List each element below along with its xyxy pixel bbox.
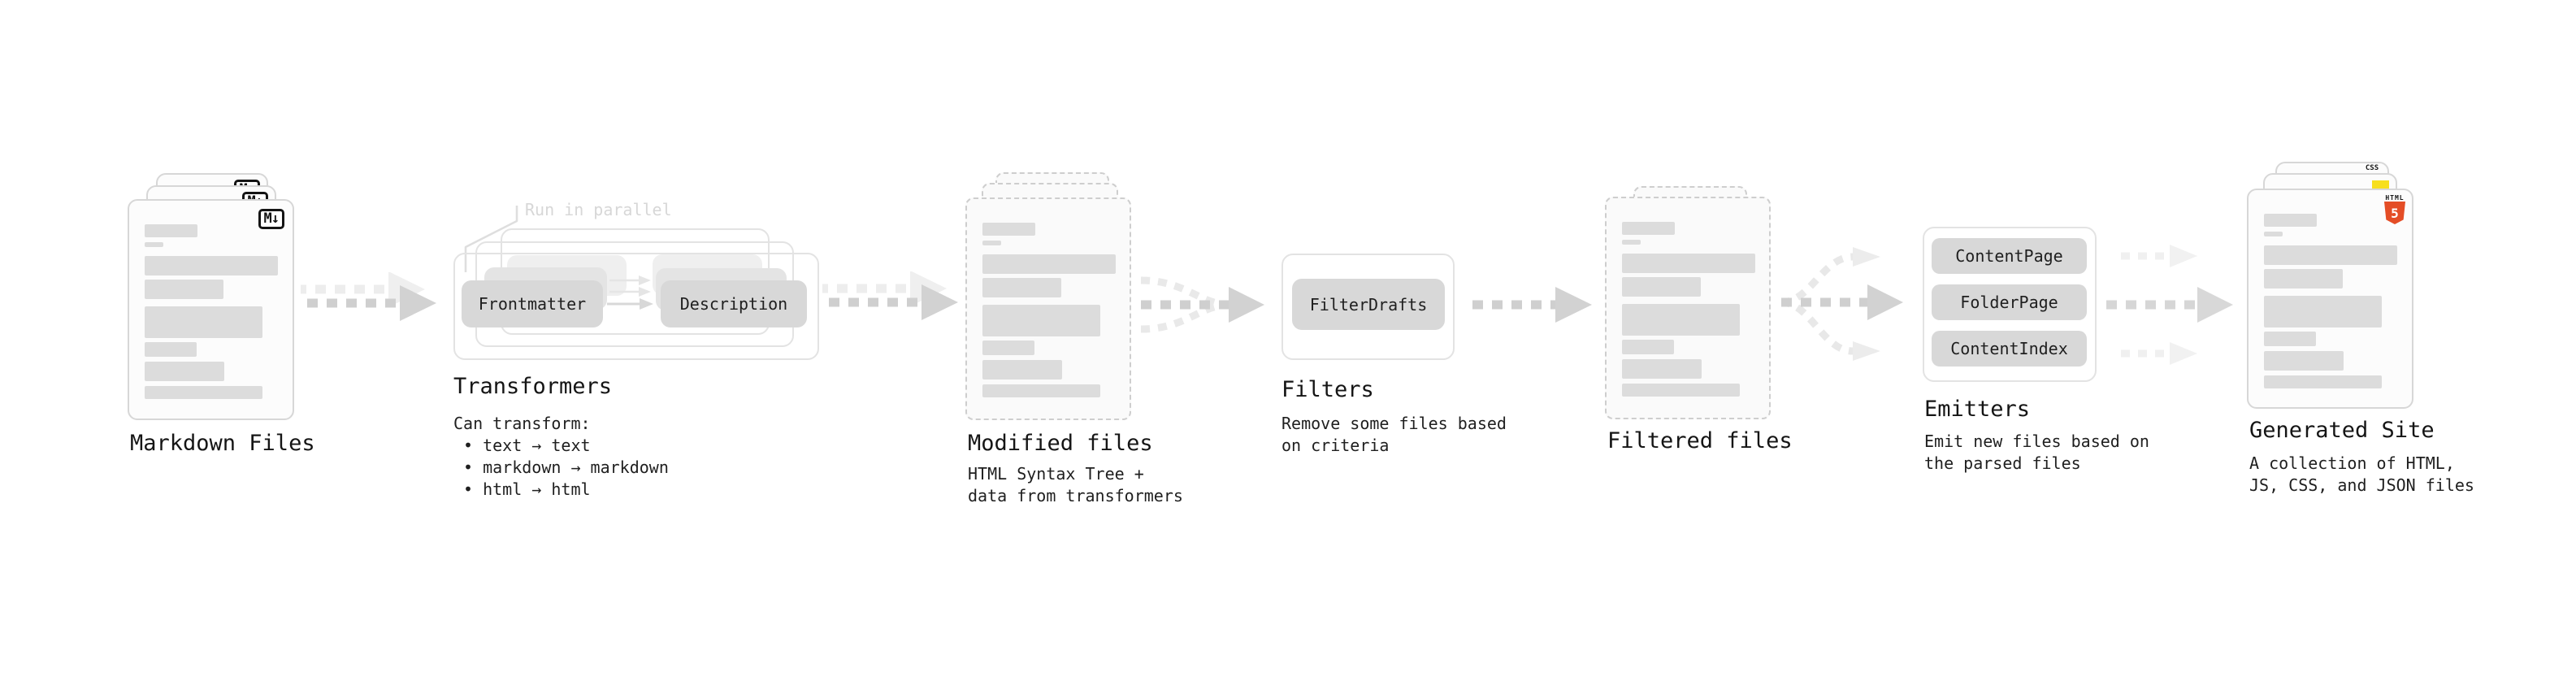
text-placeholder-bar [2264, 269, 2343, 288]
text-placeholder-bar [145, 242, 163, 247]
javascript-icon [2372, 180, 2389, 189]
stage-label-markdown-files: Markdown Files [130, 431, 315, 456]
caption-line: data from transformers [968, 486, 1183, 505]
caption-line: Emit new files based on [1924, 432, 2149, 451]
text-placeholder-bar [145, 342, 197, 357]
frontmatter-pill: Frontmatter [462, 280, 603, 327]
stage-label-filters: Filters [1281, 377, 1374, 402]
text-placeholder-bar [145, 280, 223, 299]
text-placeholder-bar [982, 384, 1100, 397]
text-placeholder-bar [1622, 222, 1675, 235]
text-placeholder-bar [1622, 384, 1740, 397]
folder-page-pill: FolderPage [1932, 284, 2087, 320]
modified-files-caption: HTML Syntax Tree + data from transformer… [968, 463, 1183, 507]
modified-file-card-front [965, 197, 1131, 420]
caption-line: Can transform: [453, 414, 591, 433]
text-placeholder-bar [2264, 375, 2382, 388]
text-placeholder-bar [2264, 351, 2344, 371]
text-placeholder-bar [2264, 232, 2283, 236]
stage-label-emitters: Emitters [1924, 397, 2031, 422]
markdown-icon: M↓ [258, 209, 284, 229]
stage-label-generated-site: Generated Site [2249, 418, 2435, 443]
caption-bullet: • markdown → markdown [463, 458, 669, 477]
text-placeholder-bar [982, 223, 1035, 236]
transformer-box-front [453, 253, 819, 360]
text-placeholder-bar [1622, 277, 1701, 297]
text-placeholder-bar [1622, 254, 1755, 273]
text-placeholder-bar [1622, 359, 1702, 379]
caption-bullet: • html → html [463, 479, 591, 499]
document-text-bars [2249, 190, 2412, 407]
text-placeholder-bar [2264, 296, 2382, 327]
parallel-run-arrow-icon [607, 298, 653, 310]
flow-arrow-transformers-to-modified-icon [822, 271, 958, 320]
caption-line: A collection of HTML, [2249, 453, 2455, 473]
content-index-pill: ContentIndex [1932, 331, 2087, 367]
text-placeholder-bar [1622, 340, 1674, 354]
text-placeholder-bar [145, 362, 224, 381]
emitters-box [1923, 227, 2097, 382]
text-placeholder-bar [982, 278, 1061, 297]
flow-arrow-emitters-top-icon [2121, 245, 2197, 267]
flow-arrow-emitters-bottom-icon [2121, 342, 2197, 365]
text-placeholder-bar [982, 360, 1062, 380]
text-placeholder-bar [982, 305, 1100, 336]
document-text-bars [129, 201, 293, 419]
text-placeholder-bar [145, 224, 197, 237]
emitters-caption: Emit new files based on the parsed files [1924, 431, 2149, 475]
document-text-bars [967, 199, 1130, 419]
caption-bullet: • text → text [463, 436, 591, 455]
description-pill: Description [661, 280, 807, 327]
text-placeholder-bar [2264, 214, 2317, 227]
caption-line: Remove some files based [1281, 414, 1507, 433]
flow-arrow-modified-to-filters-icon [1140, 276, 1264, 333]
filters-caption: Remove some files based on criteria [1281, 413, 1507, 457]
html5-icon: HTML 5 [2383, 194, 2406, 224]
text-placeholder-bar [145, 256, 278, 275]
text-placeholder-bar [2264, 245, 2397, 265]
flow-arrow-emitters-middle-icon [2106, 287, 2233, 323]
stage-label-modified-files: Modified files [968, 431, 1153, 456]
caption-line: on criteria [1281, 436, 1390, 455]
site-file-card-html: HTML 5 [2247, 189, 2413, 409]
caption-line: JS, CSS, and JSON files [2249, 475, 2474, 495]
parallel-run-arrow-icon [609, 287, 651, 297]
document-text-bars [1607, 198, 1769, 418]
text-placeholder-bar [982, 340, 1034, 355]
flow-arrow-markdown-to-transformers-icon [301, 272, 436, 321]
filtered-file-card-front [1605, 197, 1771, 419]
stage-label-filtered-files: Filtered files [1607, 428, 1793, 453]
parallel-run-arrow-icon [609, 275, 651, 285]
transformers-caption: Can transform: • text → text • markdown … [453, 413, 669, 501]
text-placeholder-bar [1622, 240, 1641, 245]
generated-site-caption: A collection of HTML, JS, CSS, and JSON … [2249, 453, 2474, 497]
flow-arrow-filters-to-filtered-icon [1472, 287, 1592, 323]
text-placeholder-bar [145, 386, 262, 399]
filters-box [1281, 254, 1455, 360]
text-placeholder-bar [2264, 332, 2316, 346]
text-placeholder-bar [145, 306, 262, 338]
run-in-parallel-annotation: Run in parallel [525, 200, 672, 219]
filter-drafts-pill: FilterDrafts [1292, 279, 1445, 330]
caption-line: HTML Syntax Tree + [968, 464, 1144, 484]
text-placeholder-bar [982, 241, 1001, 245]
text-placeholder-bar [1622, 304, 1740, 336]
annotation-leader-line [464, 206, 518, 272]
caption-line: the parsed files [1924, 453, 2081, 473]
content-page-pill: ContentPage [1932, 238, 2087, 274]
text-placeholder-bar [982, 254, 1116, 274]
flow-arrow-filtered-to-emitters-icon [1780, 247, 1903, 361]
stage-label-transformers: Transformers [453, 374, 613, 399]
markdown-file-card-front: M↓ [128, 199, 294, 420]
